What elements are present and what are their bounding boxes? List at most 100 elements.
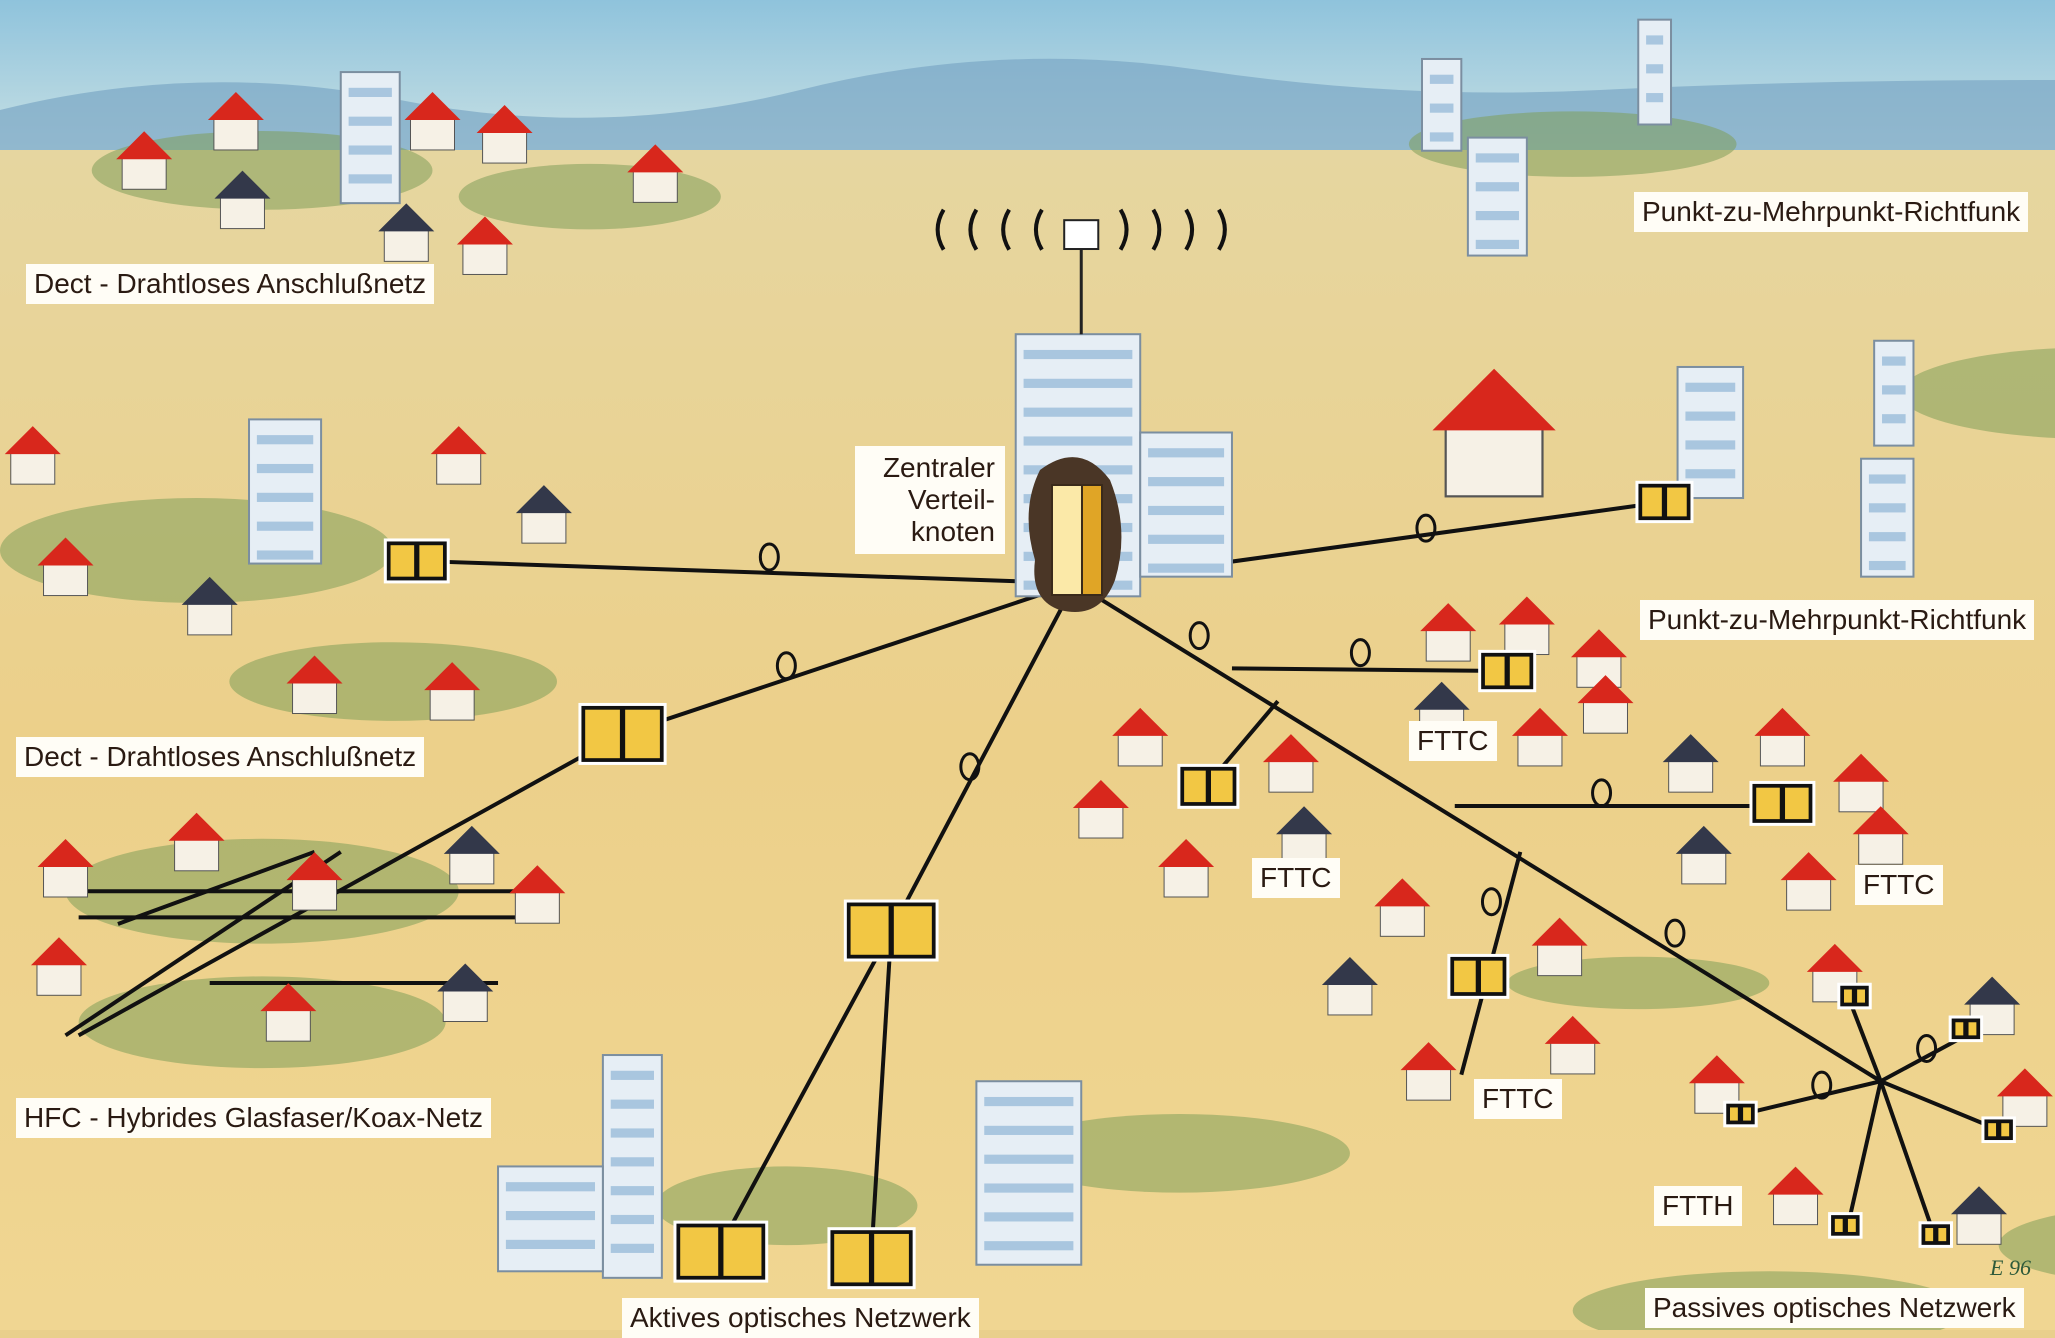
house-roof — [260, 983, 317, 1012]
house-wall — [292, 681, 338, 715]
house-icon — [430, 426, 487, 485]
house-wall — [43, 864, 89, 898]
house-roof — [37, 838, 94, 867]
box-panel-right — [1938, 1228, 1947, 1242]
building-windows — [1882, 385, 1906, 395]
box-panel-right — [1210, 770, 1233, 803]
house-wall — [514, 890, 560, 924]
house-icon — [1321, 956, 1378, 1016]
house-roof — [1321, 956, 1378, 985]
building-windows — [1148, 477, 1225, 487]
house-wall — [482, 130, 528, 164]
house-roof — [1767, 1166, 1824, 1195]
building-windows — [984, 1096, 1074, 1107]
box-panel-right — [1857, 989, 1865, 1003]
building-windows — [1685, 411, 1736, 421]
building-windows — [1148, 505, 1225, 516]
building-windows — [610, 1099, 654, 1109]
house-wall — [1117, 733, 1163, 767]
house-roof — [430, 426, 487, 455]
box-panel-left — [1484, 656, 1505, 686]
house-wall — [213, 117, 259, 151]
label-ftth: FTTH — [1654, 1186, 1742, 1226]
house-wall — [121, 156, 167, 190]
office-building — [975, 1080, 1083, 1266]
building-windows — [1646, 93, 1664, 103]
box-frame — [1918, 1221, 1953, 1248]
label-hfc: HFC - Hybrides Glasfaser/Koax-Netz — [16, 1098, 492, 1138]
house-roof — [1964, 976, 2021, 1005]
box-panel-left — [1454, 960, 1476, 993]
building-windows — [1475, 153, 1519, 163]
radio-wave-icon — [1217, 208, 1227, 251]
house-roof — [456, 216, 513, 245]
house-icon — [1754, 707, 1811, 767]
central-node-icon — [1028, 457, 1122, 612]
box-panel-left — [1834, 1218, 1843, 1232]
house-icon — [1158, 838, 1215, 898]
label-central-node: Zentraler Verteil- knoten — [855, 446, 1005, 554]
house-roof — [30, 937, 87, 966]
house-roof — [1675, 825, 1732, 854]
house-icon — [260, 983, 317, 1042]
house-wall — [521, 510, 567, 544]
building-windows — [1023, 407, 1133, 417]
house-roof — [1432, 368, 1556, 431]
building-windows — [348, 145, 392, 155]
house-roof — [509, 865, 566, 894]
building-windows — [610, 1214, 654, 1225]
house-icon — [1420, 603, 1477, 662]
distribution-boxes — [383, 480, 2016, 1290]
house-icon — [1833, 753, 1890, 813]
house-wall — [383, 228, 429, 262]
house-icon — [1780, 852, 1837, 911]
box-panel-right — [874, 1233, 909, 1283]
box-panel-left — [1844, 989, 1852, 1003]
house-wall — [1504, 622, 1550, 656]
house-wall — [1444, 424, 1544, 498]
house-roof — [1112, 707, 1169, 736]
box-panel-left — [1925, 1228, 1934, 1242]
house-roof — [424, 662, 481, 691]
house-wall — [1786, 877, 1832, 911]
house-icon — [116, 131, 173, 190]
house-wall — [1406, 1067, 1452, 1101]
tree-cluster — [78, 976, 446, 1069]
distribution-box-icon — [827, 1227, 916, 1290]
box-panel-right — [1968, 1022, 1977, 1036]
house-icon — [30, 937, 87, 996]
cable-line — [621, 581, 1076, 736]
label-fttc-1: FTTC — [1409, 721, 1497, 761]
cable-line — [1073, 581, 1882, 1083]
house-roof — [1262, 734, 1319, 763]
house-roof — [1531, 917, 1588, 946]
house-icon — [424, 662, 481, 721]
box-panel-left — [390, 545, 415, 577]
house-icon — [1951, 1186, 2008, 1245]
building-windows — [256, 492, 314, 502]
house-roof — [1833, 753, 1890, 782]
building-windows — [1882, 356, 1906, 366]
box-panel-right — [1509, 656, 1530, 686]
radio-wave-icon — [1001, 208, 1011, 251]
building-windows — [348, 174, 392, 184]
box-panel-left — [1642, 487, 1662, 517]
house-icon — [1072, 780, 1129, 839]
box-panel-right — [1785, 787, 1809, 820]
cable-reserve-loop-icon — [1664, 918, 1686, 948]
house-icon — [1544, 1015, 1601, 1075]
house-wall — [43, 563, 89, 597]
house-icon — [515, 485, 572, 544]
house-icon — [181, 576, 238, 636]
house-icon — [1498, 596, 1555, 656]
building-windows — [984, 1125, 1074, 1135]
cable-line — [416, 558, 1075, 586]
building-windows — [1646, 35, 1664, 45]
building-windows — [984, 1183, 1074, 1193]
house-roof — [116, 131, 173, 160]
label-fttc-4: FTTC — [1474, 1079, 1562, 1119]
cable-reserve-loop-icon — [1480, 887, 1502, 917]
cable-line — [1846, 995, 1883, 1082]
distribution-box-icon — [1177, 763, 1240, 809]
building-windows — [610, 1157, 654, 1167]
